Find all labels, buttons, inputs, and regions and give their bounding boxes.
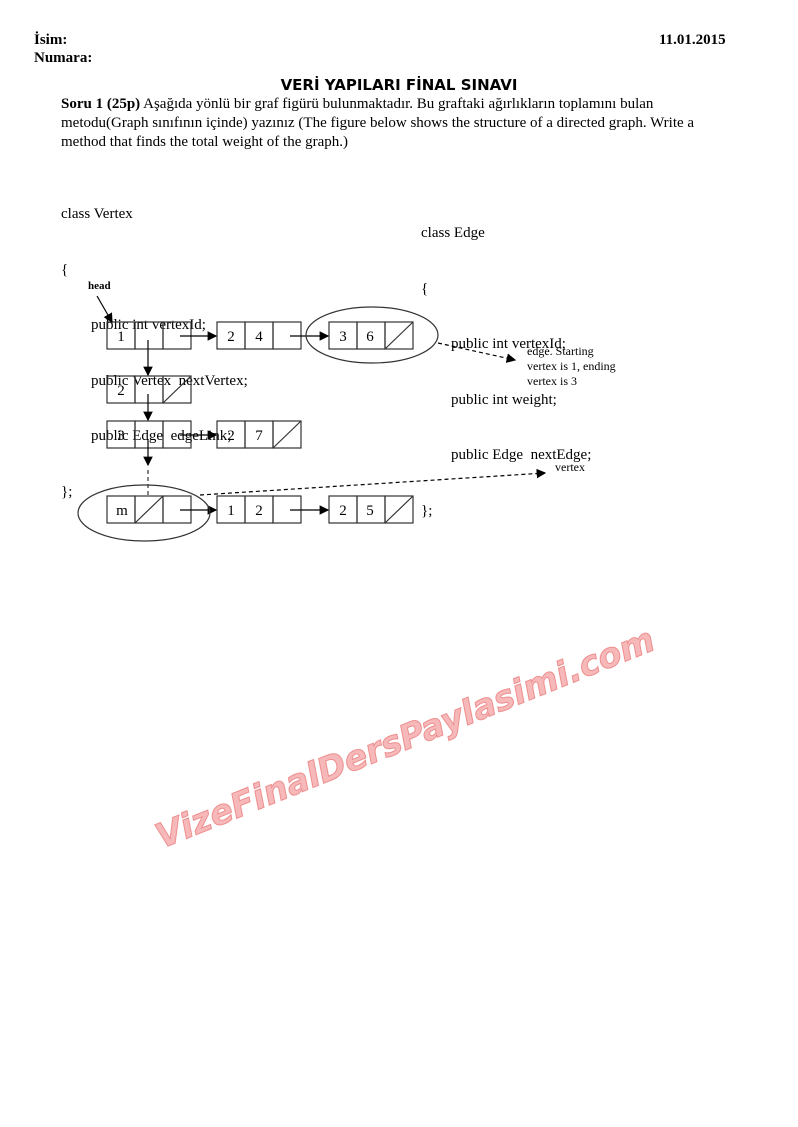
code-line: public int weight; (421, 391, 557, 408)
code-line: { (421, 280, 429, 297)
code-line: class Vertex (61, 206, 133, 222)
code-line: public Edge nextEdge; (421, 447, 592, 463)
graph-diagram: head edge. Starting vertex is 1, ending … (77, 280, 616, 542)
node-cell (162, 375, 192, 404)
edge-vertex-id: 2 (227, 428, 235, 444)
edge-note-line: edge. Starting (527, 344, 594, 358)
null-slash (162, 375, 192, 404)
edge-vertex-id: 2 (339, 503, 347, 519)
edge-weight: 2 (255, 503, 263, 519)
null-slash (134, 495, 164, 524)
node-cell (134, 420, 164, 449)
code-line: class Edge (421, 225, 485, 241)
vertex-id: m (116, 503, 128, 519)
edge-vertex-id: 2 (227, 329, 235, 345)
question-body: Aşağıda yönlü bir graf figürü bulunmakta… (61, 96, 695, 150)
vertex-note-arrow (199, 468, 547, 496)
edge-class-code: class Edge { public int vertexId; public… (421, 187, 591, 539)
edge-weight: 6 (366, 329, 374, 345)
vertex-note: vertex (555, 460, 585, 474)
exam-date: 11.01.2015 (659, 32, 726, 48)
code-line: }; (421, 502, 433, 519)
question-label: Soru 1 (25p) (61, 96, 141, 112)
code-line: { (61, 261, 69, 278)
node-cell (384, 495, 414, 524)
edge-note-line: vertex is 1, ending (527, 359, 616, 373)
null-slash (272, 420, 302, 449)
number-label: Numara: (34, 50, 93, 66)
edge-vertex-id: 1 (227, 503, 235, 519)
page-title: VERİ YAPILARI FİNAL SINAVI (280, 76, 518, 94)
head-arrow (96, 295, 113, 324)
vertex-id: 2 (117, 383, 125, 399)
node-cell (134, 375, 164, 404)
name-label: İsim: (34, 32, 68, 48)
question-text: Soru 1 (25p) Aşağıda yönlü bir graf figü… (61, 95, 741, 152)
edge-highlight-ellipse (305, 306, 439, 364)
node-cell (134, 321, 164, 350)
vertex-highlight-ellipse (77, 484, 211, 542)
edge-weight: 5 (366, 503, 374, 519)
node-cell (272, 420, 302, 449)
edge-vertex-id: 3 (339, 329, 347, 345)
edge-note-line: vertex is 3 (527, 374, 577, 388)
node-cell (384, 321, 414, 350)
null-slash (384, 495, 414, 524)
edge-weight: 7 (255, 428, 263, 444)
watermark: VizeFinalDersPaylasimi.com (149, 619, 661, 858)
edge-note-arrow (437, 342, 517, 363)
vertex-id: 3 (117, 428, 125, 444)
edge-weight: 4 (255, 329, 263, 345)
vertex-id: 1 (117, 329, 125, 345)
code-line: public int vertexId; (61, 317, 206, 333)
null-slash (384, 321, 414, 350)
head-label: head (88, 280, 111, 292)
code-line: }; (61, 483, 73, 500)
